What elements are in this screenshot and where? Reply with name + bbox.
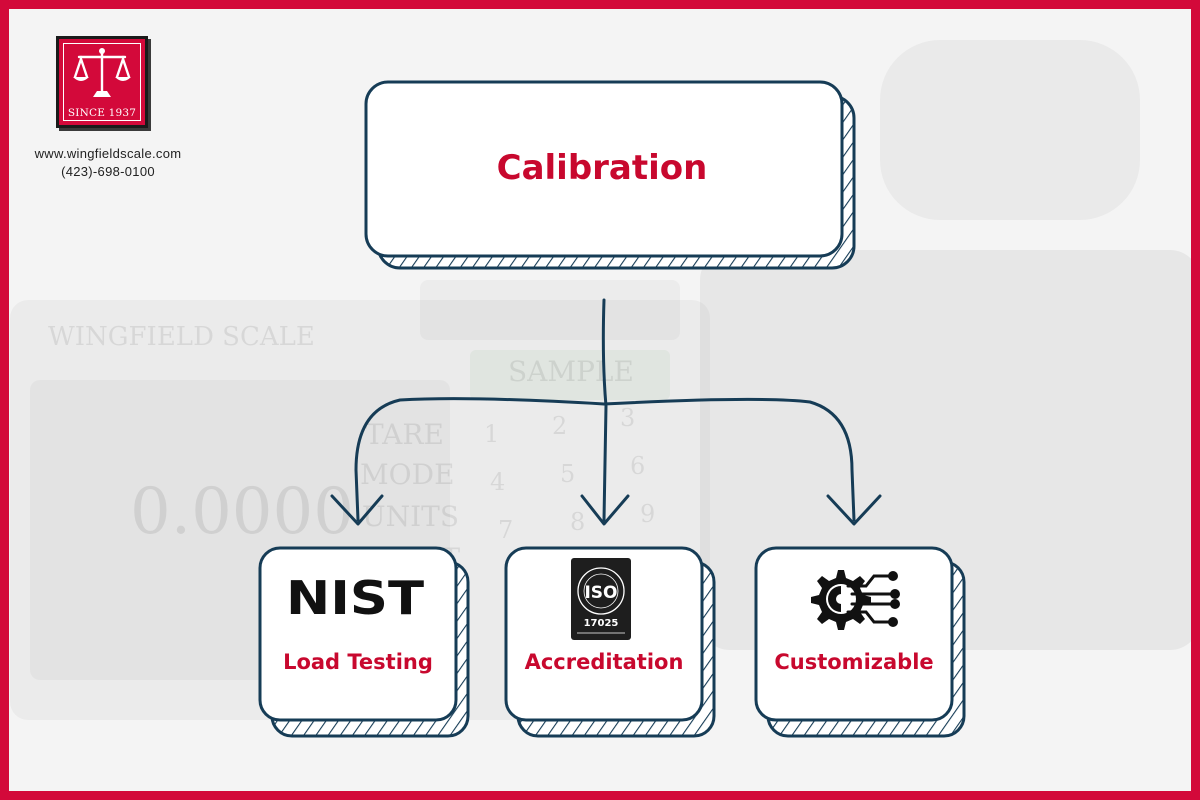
bg-key-3: 3	[620, 404, 636, 432]
logo-since-text: SINCE 1937	[67, 107, 137, 119]
child-label-load-testing: Load Testing	[283, 650, 433, 674]
bg-reading-text: 0.0000	[130, 475, 354, 549]
phone-number: (423)-698-0100	[61, 164, 155, 179]
iso-badge-text: ISO	[584, 583, 617, 603]
bg-key-8: 8	[570, 508, 586, 536]
child-label-customizable: Customizable	[774, 650, 934, 674]
bg-key-7: 7	[498, 516, 514, 544]
bg-key-5: 5	[560, 460, 576, 488]
bg-key-9: 9	[640, 500, 656, 528]
company-logo[interactable]: SINCE 1937	[56, 36, 148, 128]
bg-key-4: 4	[490, 468, 506, 496]
scales-of-justice-icon	[73, 48, 131, 97]
child-label-accreditation: Accreditation	[524, 650, 684, 674]
website-link[interactable]: www.wingfieldscale.com	[34, 146, 182, 161]
bg-key-6: 6	[630, 452, 646, 480]
bg-brand-text: WINGFIELD SCALE	[48, 322, 315, 352]
bg-units-text: UNITS	[362, 500, 460, 533]
bg-key-1: 1	[484, 420, 500, 448]
bg-tare-text: TARE	[365, 418, 444, 451]
arrow-center	[601, 298, 608, 522]
root-label: Calibration	[496, 148, 708, 188]
logo-inner-border	[63, 43, 141, 121]
arrow-left	[354, 397, 606, 522]
arrow-right	[602, 397, 856, 522]
bg-key-2: 2	[552, 412, 568, 440]
contact-info: www.wingfieldscale.com (423)-698-0100	[8, 145, 208, 181]
root-box	[364, 80, 856, 270]
child-box-customizable	[754, 546, 966, 738]
connector-arrows	[330, 298, 882, 526]
nist-logo-text: NIST	[286, 576, 425, 618]
bg-sample-text: SAMPLE	[508, 355, 634, 388]
nist-logo-icon: NIST	[286, 576, 425, 618]
iso-17025-badge-icon: ISO 17025	[571, 558, 631, 640]
gear-circuit-icon	[811, 570, 900, 630]
child-box-load-testing	[258, 546, 470, 738]
bg-mode-text: MODE	[360, 458, 455, 491]
iso-badge-number: 17025	[584, 618, 619, 629]
